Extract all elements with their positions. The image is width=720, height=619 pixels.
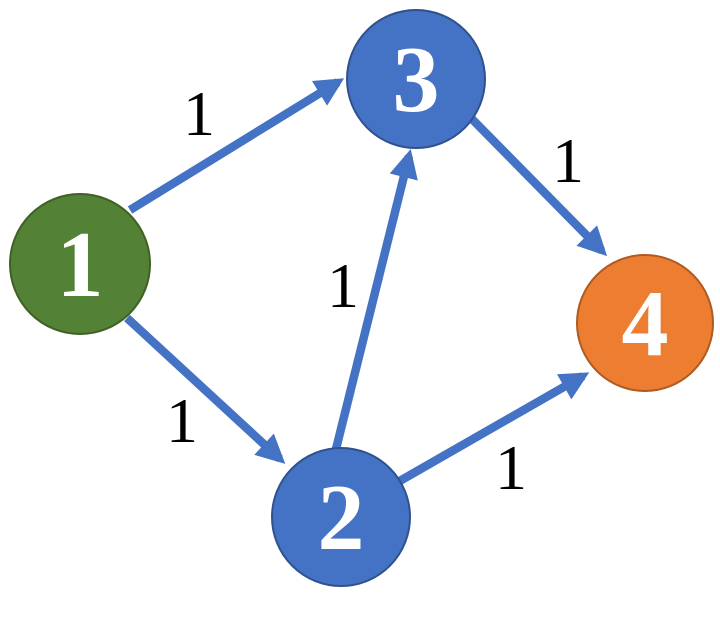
node-label-3: 3: [393, 28, 440, 132]
edge-1-to-3: [127, 78, 345, 214]
node-3: [346, 9, 486, 149]
edge-weight-label-2-4: 1: [495, 432, 527, 503]
node-2: [271, 447, 411, 587]
edge-1-to-2: [124, 314, 286, 464]
edge-2-to-4: [395, 372, 590, 486]
node-label-4: 4: [622, 272, 669, 376]
edge-2-to-3: [331, 148, 418, 451]
edge-weight-label-3-4: 1: [552, 125, 584, 196]
edge-weight-label-2-3: 1: [327, 250, 359, 321]
edge-weight-label-1-3: 1: [183, 78, 215, 149]
edge-3-to-4: [466, 114, 608, 257]
node-1: [9, 193, 151, 335]
node-label-2: 2: [318, 466, 365, 570]
edge-weight-label-1-2: 1: [166, 385, 198, 456]
node-4: [576, 254, 714, 392]
node-label-1: 1: [57, 213, 104, 317]
